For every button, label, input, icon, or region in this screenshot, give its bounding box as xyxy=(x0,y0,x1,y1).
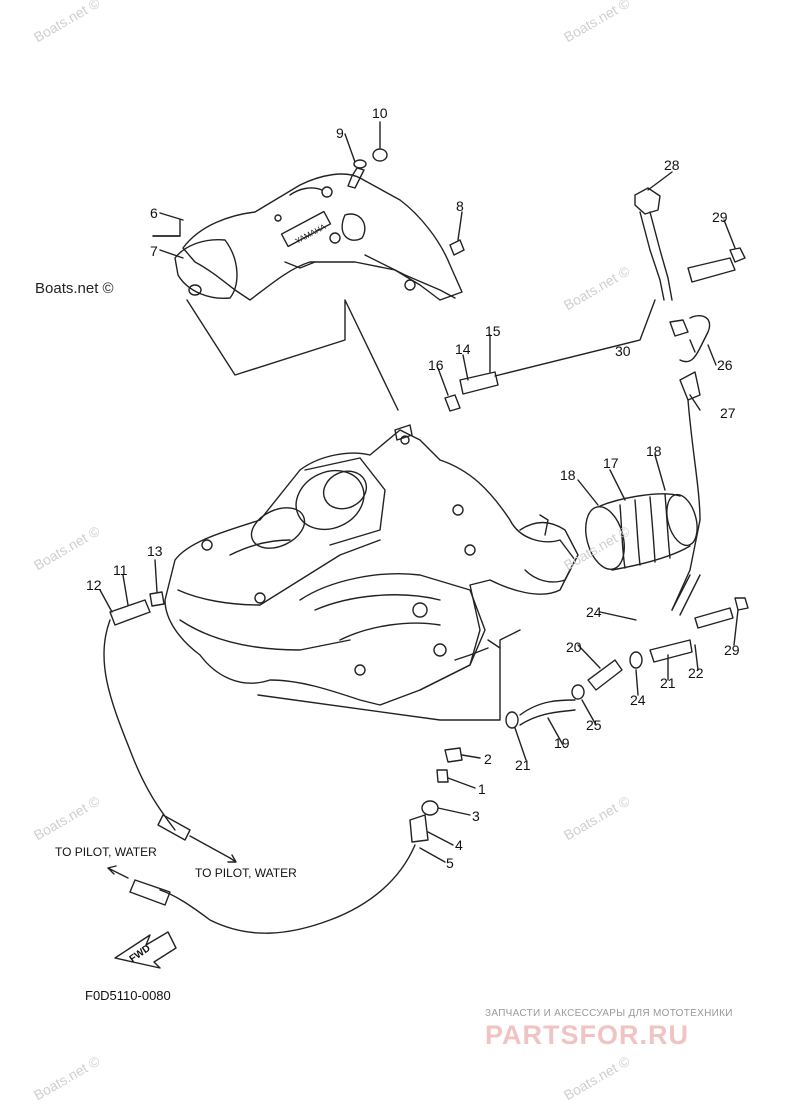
callout-14: 14 xyxy=(455,341,471,357)
clamp xyxy=(444,394,461,412)
pilot-hose xyxy=(159,844,416,934)
pipe-sleeve xyxy=(459,371,499,395)
hose xyxy=(694,607,734,629)
leader-bracket xyxy=(186,299,399,411)
watermark-primary: Boats.net © xyxy=(35,280,114,297)
o-ring xyxy=(188,284,202,296)
bolt xyxy=(347,159,367,189)
callout-16: 16 xyxy=(428,357,444,373)
to-pilot-water-label-left: TO PILOT, WATER xyxy=(55,845,157,859)
callout-7: 7 xyxy=(150,243,158,259)
callout-22: 21 xyxy=(660,675,676,691)
callout-27: 27 xyxy=(720,405,736,421)
clamp xyxy=(629,651,643,669)
callout-23: 22 xyxy=(688,665,704,681)
callout-6: 6 xyxy=(150,205,158,221)
exhaust-cover: YAMAHA xyxy=(174,173,463,301)
callout-18-left: 18 xyxy=(560,467,576,483)
callout-9: 9 xyxy=(336,125,344,141)
hose-clamp xyxy=(734,597,749,611)
callout-28: 28 xyxy=(664,157,680,173)
callout-24-top: 24 xyxy=(586,604,602,620)
callout-24-bottom: 24 xyxy=(630,692,646,708)
clamp xyxy=(505,711,519,729)
elbow-fitting xyxy=(679,314,711,363)
clip xyxy=(449,239,465,256)
callout-12: 12 xyxy=(86,577,102,593)
callout-15: 15 xyxy=(485,323,501,339)
nut xyxy=(669,319,689,337)
pipe xyxy=(679,371,701,401)
leader-lines xyxy=(257,629,521,721)
nipple xyxy=(436,769,449,783)
callout-29-bottom: 29 xyxy=(724,642,740,658)
hose-clamp xyxy=(729,247,746,263)
hose xyxy=(519,699,576,716)
callout-19: 19 xyxy=(554,735,570,751)
callout-4: 4 xyxy=(455,837,463,853)
banner-title: PARTSFOR.RU xyxy=(485,1020,689,1050)
hose-fitting xyxy=(109,599,151,626)
callout-21: 20 xyxy=(566,639,582,655)
callout-3: 3 xyxy=(472,808,480,824)
cap xyxy=(372,148,388,162)
callout-13: 13 xyxy=(147,543,163,559)
joint-hose xyxy=(585,493,698,571)
clamp xyxy=(149,591,165,607)
hose xyxy=(649,639,693,663)
banner-subtitle: ЗАПЧАСТИ И АКСЕССУАРЫ ДЛЯ МОТОТЕХНИКИ xyxy=(485,1008,733,1019)
hose-fitting xyxy=(444,747,463,763)
clamp xyxy=(571,684,585,700)
pilot-hose xyxy=(103,619,176,831)
callout-26: 26 xyxy=(717,357,733,373)
clamp xyxy=(421,800,439,816)
callout-20: 21 xyxy=(515,757,531,773)
callout-18-right: 18 xyxy=(646,443,662,459)
callout-numbers: 10 9 6 7 8 28 29 30 26 27 15 14 16 17 18… xyxy=(86,105,740,871)
callout-1: 1 xyxy=(478,781,486,797)
water-pipe xyxy=(634,187,673,301)
hose-joint xyxy=(587,659,623,691)
callout-25: 25 xyxy=(586,717,602,733)
callout-30: 30 xyxy=(615,343,631,359)
callout-5: 5 xyxy=(446,855,454,871)
callout-10: 10 xyxy=(372,105,388,121)
partsfor-banner: ЗАПЧАСТИ И АКСЕССУАРЫ ДЛЯ МОТОТЕХНИКИ PA… xyxy=(485,1008,785,1051)
callout-2: 2 xyxy=(484,751,492,767)
muffler-body xyxy=(164,424,579,706)
callout-29-top: 29 xyxy=(712,209,728,225)
hose xyxy=(687,257,736,283)
callout-11: 11 xyxy=(113,562,128,578)
fwd-arrow-icon xyxy=(114,931,177,969)
hose-fitting xyxy=(409,814,429,843)
callout-17: 17 xyxy=(603,455,619,471)
to-pilot-water-label-right: TO PILOT, WATER xyxy=(195,866,297,880)
drawing-code: F0D5110-0080 xyxy=(85,988,171,1003)
callout-8: 8 xyxy=(456,198,464,214)
